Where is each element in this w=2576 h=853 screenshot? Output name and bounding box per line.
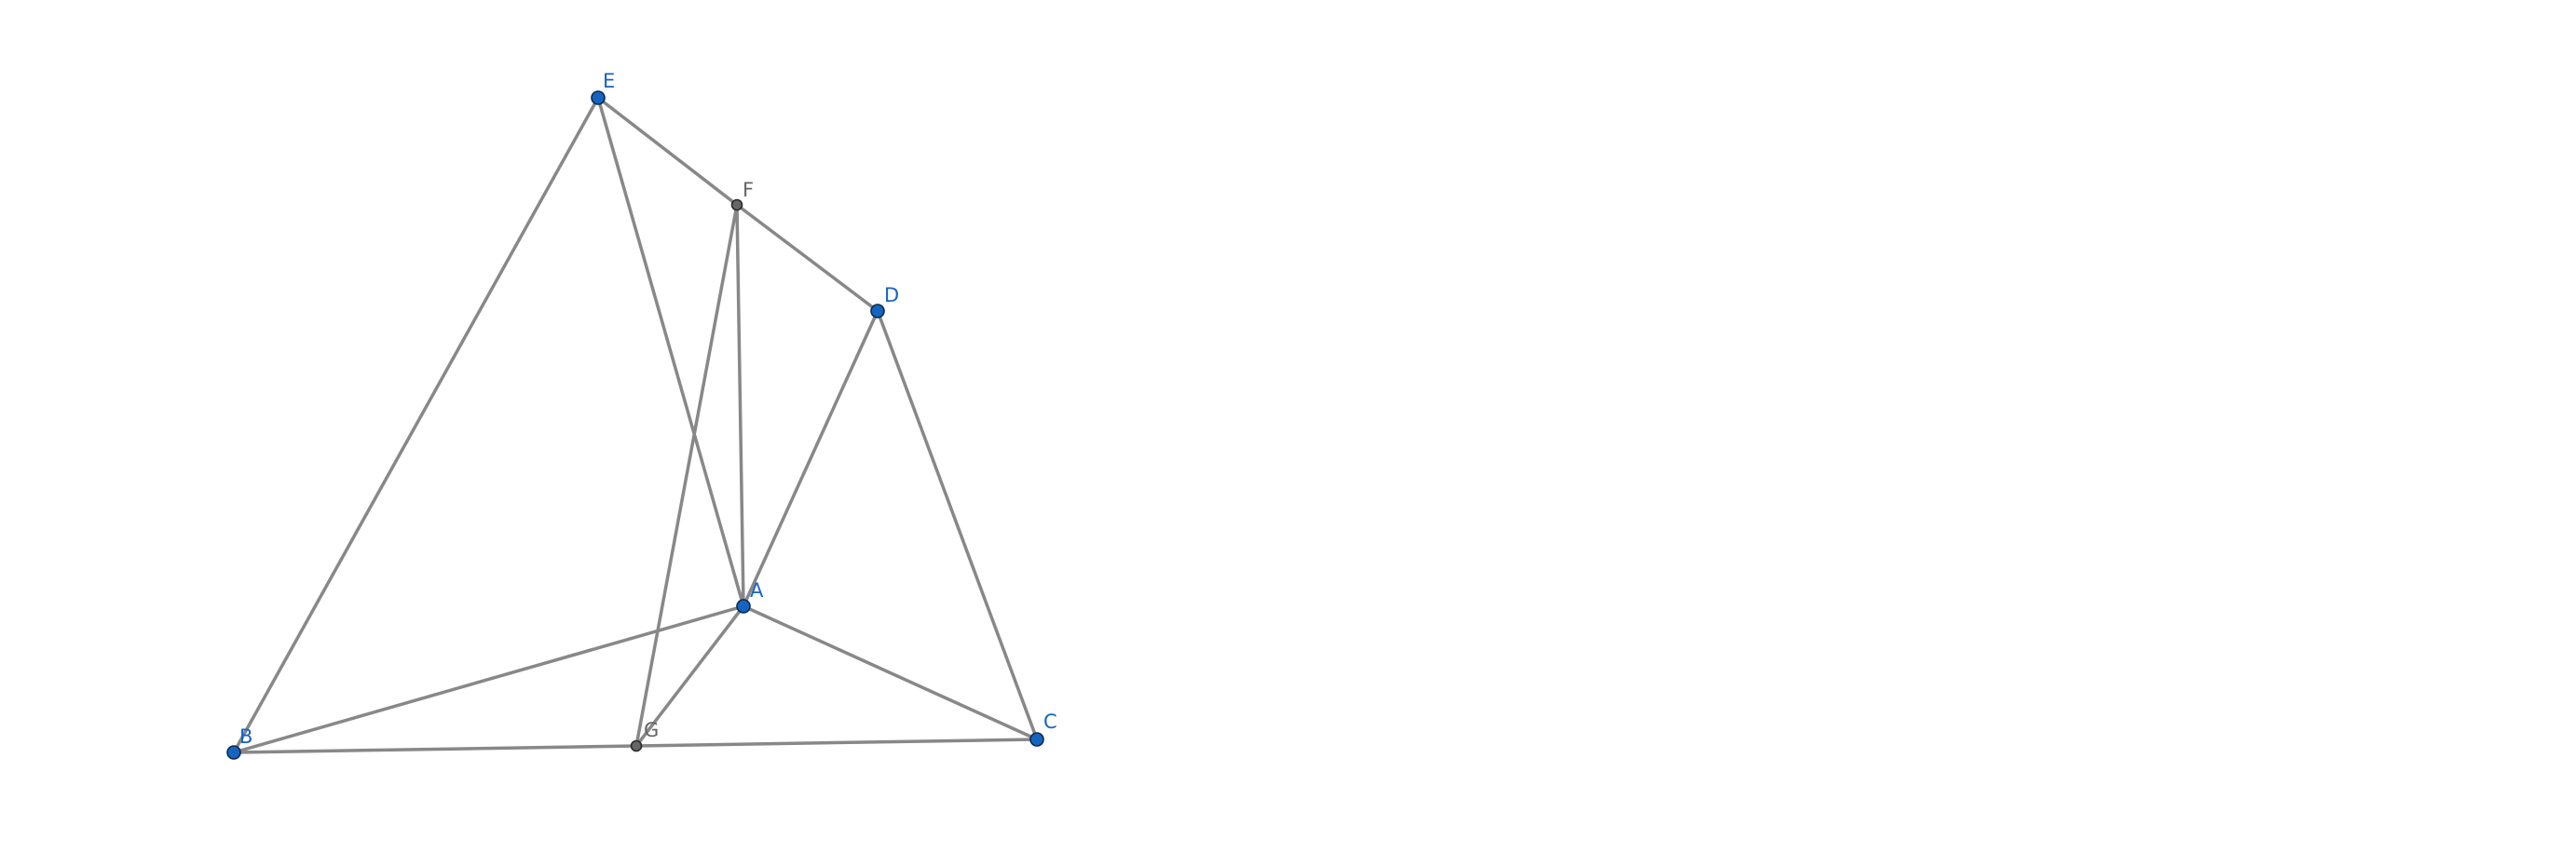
segment-ac <box>743 604 1038 741</box>
labels-layer: E F D A B G C <box>239 70 1057 748</box>
point-label-e: E <box>603 70 615 92</box>
point-label-d: D <box>884 284 899 306</box>
point-label-c: C <box>1043 711 1057 733</box>
point-label-b: B <box>239 725 252 748</box>
point-d[interactable] <box>870 304 885 318</box>
point-b[interactable] <box>226 745 241 760</box>
points-layer <box>226 90 1044 760</box>
segments-layer <box>232 96 1039 754</box>
segment-ag <box>634 604 745 748</box>
segment-fa <box>735 204 745 607</box>
segment-ba <box>233 604 744 754</box>
point-label-f: F <box>743 179 754 201</box>
segment-ea <box>596 97 745 607</box>
point-label-a: A <box>750 579 764 602</box>
segment-eb <box>232 97 600 753</box>
segment-gc <box>635 738 1038 748</box>
point-g[interactable] <box>630 739 643 752</box>
segment-ef <box>596 96 739 207</box>
point-c[interactable] <box>1029 732 1044 747</box>
point-label-g: G <box>644 719 659 741</box>
point-e[interactable] <box>591 90 606 105</box>
segment-bg <box>233 744 637 754</box>
segment-da <box>742 310 879 607</box>
segment-fd <box>735 203 879 313</box>
point-a[interactable] <box>736 599 751 614</box>
point-f[interactable] <box>730 198 743 211</box>
segment-dc <box>876 310 1039 740</box>
segment-fg <box>634 204 739 747</box>
